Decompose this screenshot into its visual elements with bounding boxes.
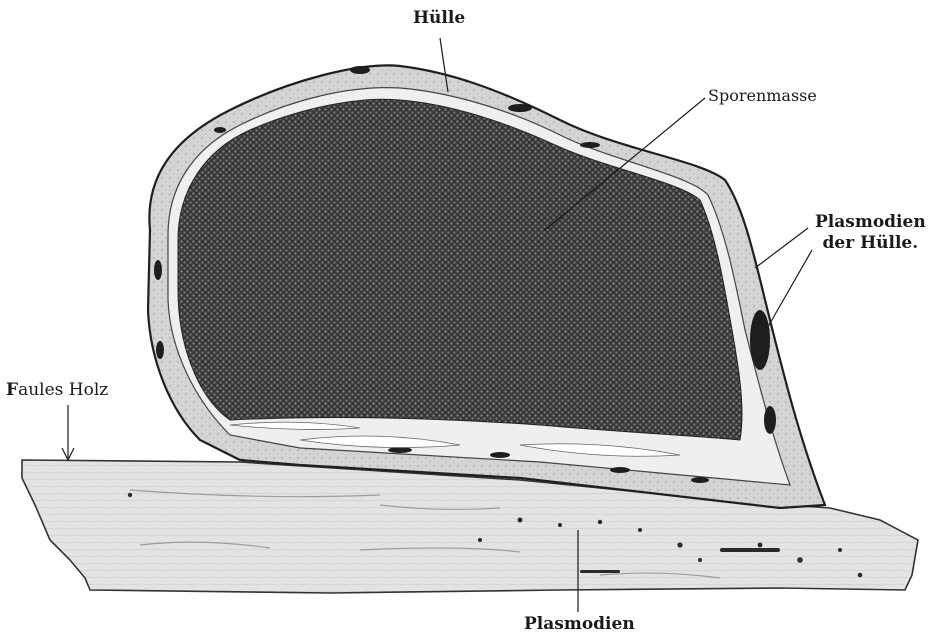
- label-plasmodien-der-huelle-line2: der Hülle.: [815, 233, 926, 254]
- label-faules-holz-initial: F: [6, 380, 18, 400]
- plasmodien-huelle-leader-1: [755, 228, 808, 268]
- plasmodien-huelle-leader-2: [765, 250, 812, 332]
- label-faules-holz-rest: aules Holz: [18, 380, 108, 400]
- label-plasmodien-der-huelle: Plasmodien der Hülle.: [815, 212, 926, 254]
- label-plasmodien: Plasmodien: [524, 614, 635, 634]
- sporenmasse-body: [178, 99, 742, 440]
- label-plasmodien-der-huelle-line1: Plasmodien: [815, 212, 926, 233]
- label-sporenmasse: Sporenmasse: [708, 86, 817, 105]
- label-faules-holz: Faules Holz: [6, 380, 108, 400]
- label-huelle: Hülle: [413, 8, 465, 28]
